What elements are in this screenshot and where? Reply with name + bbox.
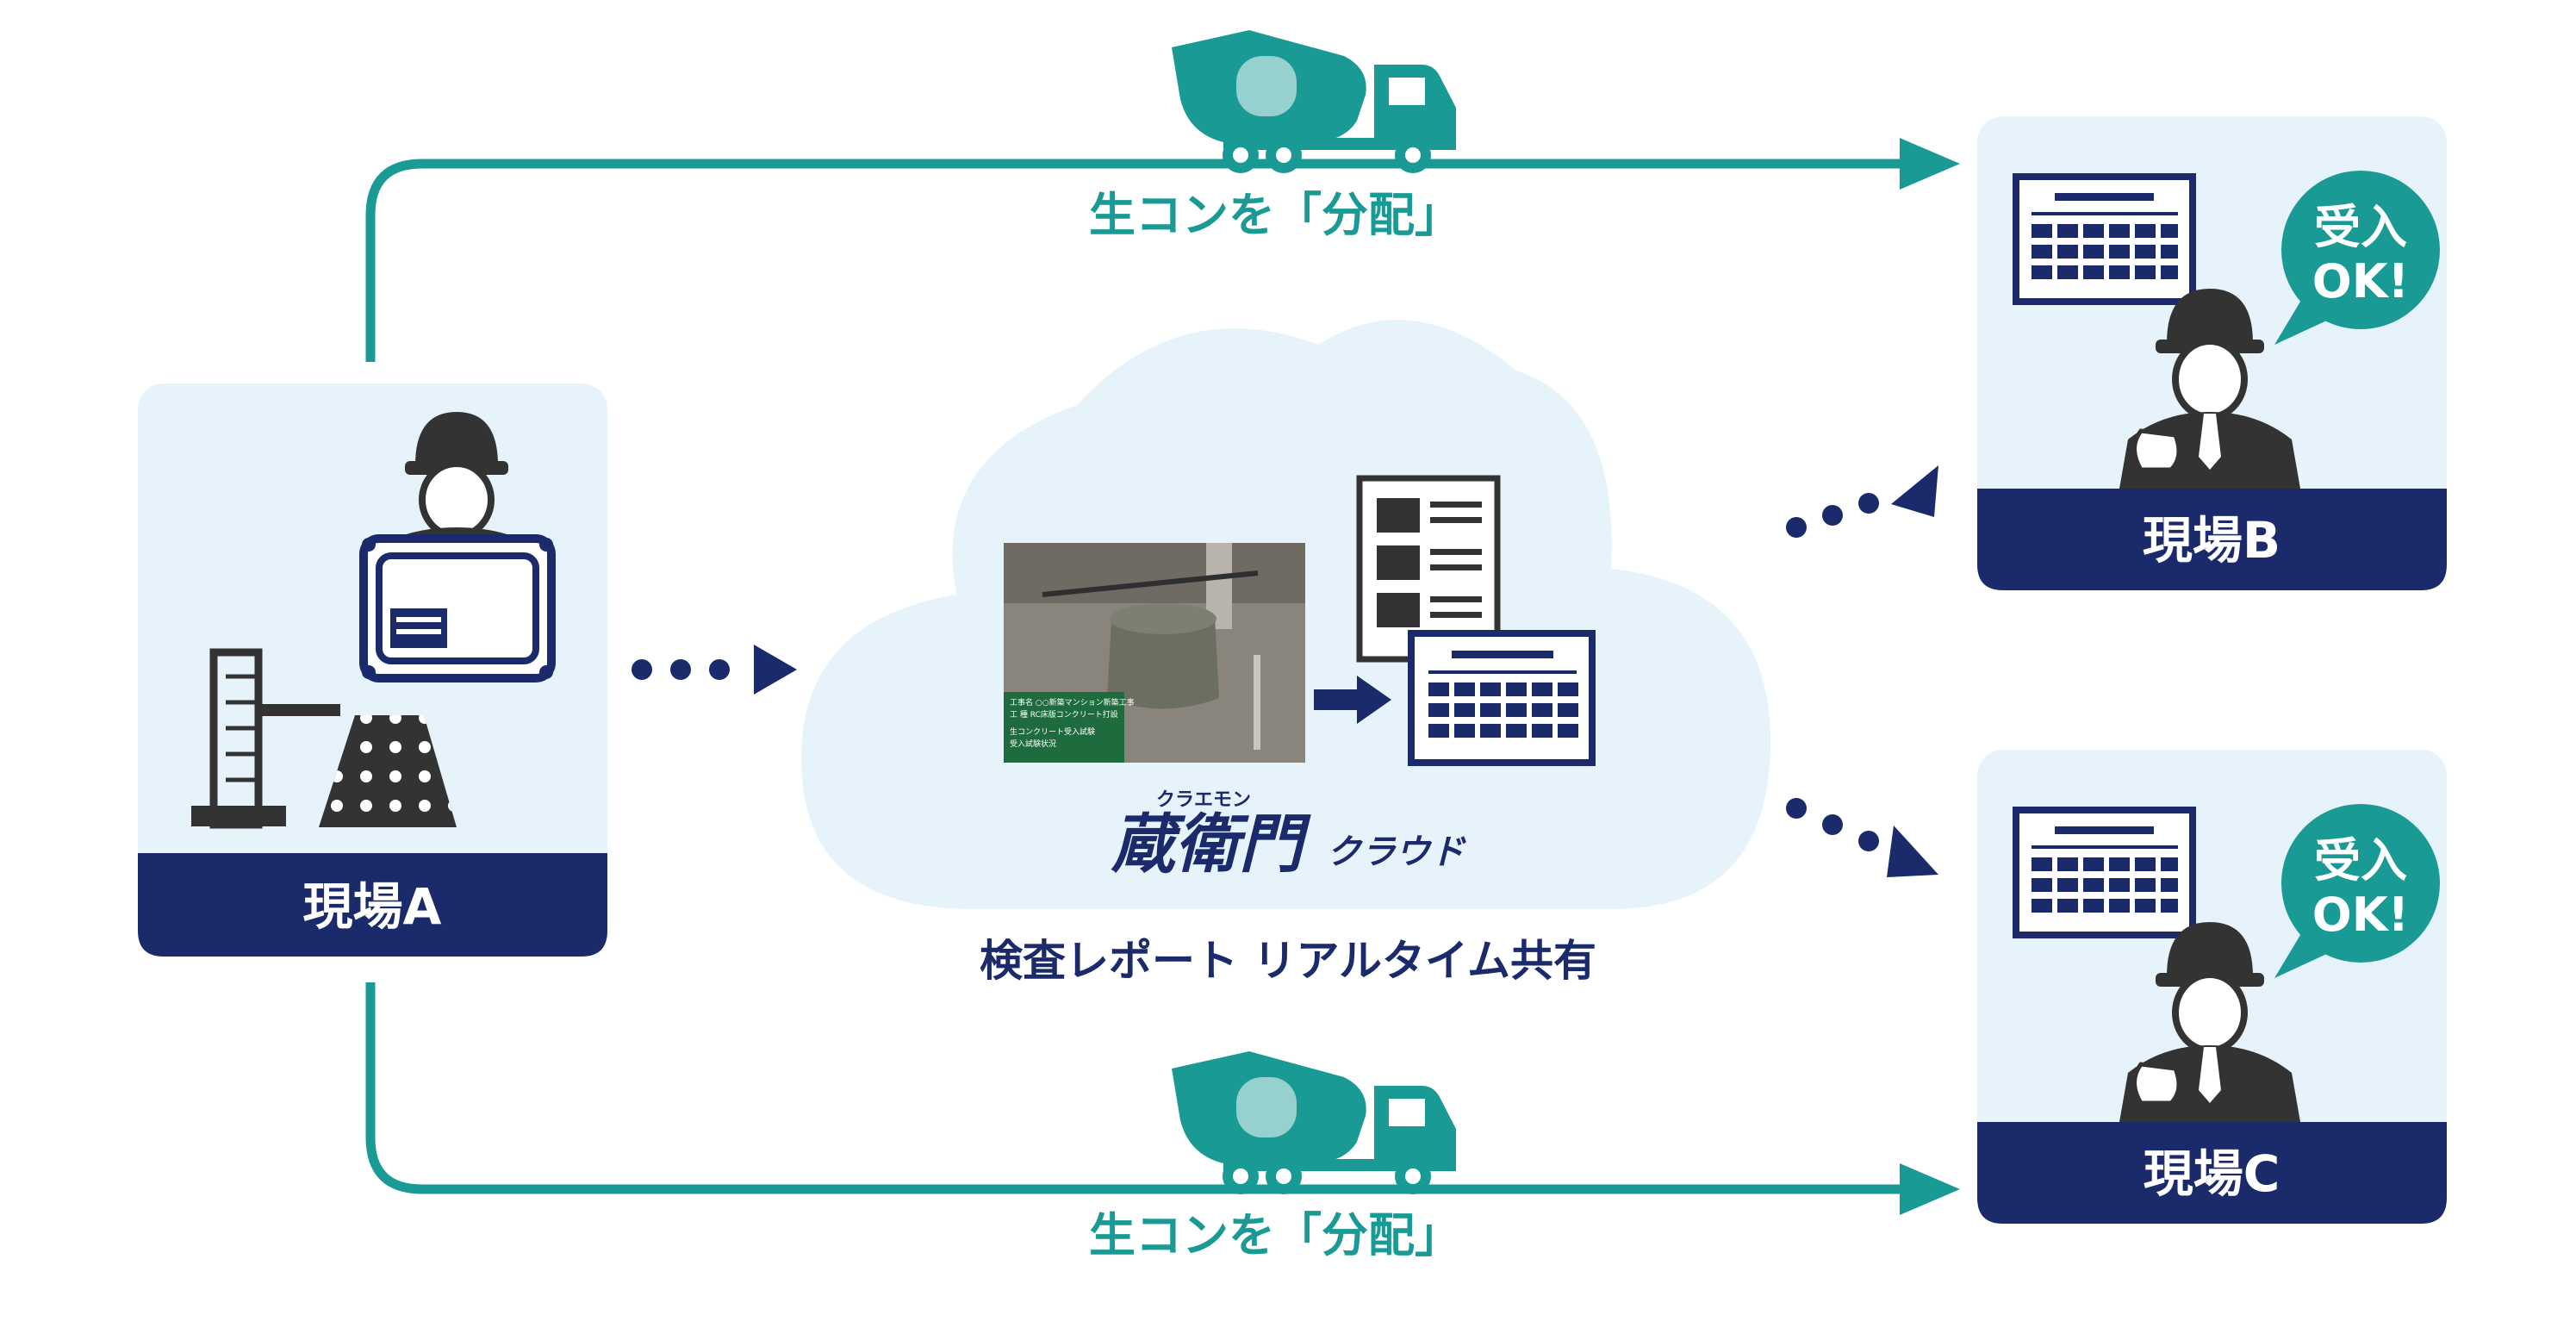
- report-table-icon: [2013, 807, 2196, 938]
- site-b-card: 現場B 受入 OK!: [1977, 116, 2447, 590]
- inspection-photo: 工事名 ○○新築マンション新築工事 工 種 RC床版コンクリート打設 生コンクリ…: [1004, 543, 1305, 763]
- site-c-bubble-line2: OK!: [2312, 888, 2409, 942]
- concrete-cone-icon: [319, 715, 457, 827]
- photo-board-line2: 工 種 RC床版コンクリート打設: [1010, 709, 1118, 720]
- site-b-label: 現場B: [2143, 511, 2280, 570]
- route-bottom: 生コンを「分配」: [365, 982, 1960, 1262]
- connector-cloud-to-b: [1786, 465, 1938, 538]
- slump-gauge-icon: [191, 648, 340, 829]
- site-b-label-band: [1977, 489, 2447, 590]
- site-b-bubble-line1: 受入: [2314, 200, 2407, 254]
- route-top-label: 生コンを「分配」: [1089, 188, 1461, 242]
- route-bottom-line: [365, 982, 1904, 1194]
- logo-ruby: クラエモン: [1156, 789, 1251, 811]
- photo-board-line4: 受入試験状況: [1010, 739, 1056, 749]
- tablet-icon: [359, 534, 556, 682]
- site-a-label: 現場A: [303, 877, 442, 936]
- document-icon: [1356, 475, 1501, 663]
- connector-cloud-to-c: [1786, 798, 1938, 877]
- logo-suffix: クラウド: [1327, 832, 1466, 872]
- mixer-truck-icon: [1172, 1051, 1456, 1194]
- site-c-label: 現場C: [2144, 1144, 2280, 1203]
- site-c-bubble-line1: 受入: [2314, 833, 2407, 888]
- site-b-bubble-line2: OK!: [2312, 254, 2409, 309]
- report-table-icon: [2013, 173, 2196, 305]
- mixer-truck-icon: [1172, 30, 1456, 173]
- site-c-label-band: [1977, 1122, 2447, 1224]
- arrow-right-icon: [1314, 676, 1391, 724]
- route-top-line: [365, 159, 1904, 362]
- photo-board-line1: 工事名 ○○新築マンション新築工事: [1010, 697, 1135, 707]
- site-a-label-band: [138, 853, 607, 957]
- kuraemon-cloud-logo: クラエモン 蔵衛門 クラウド: [1111, 789, 1466, 882]
- photo-board-line3: 生コンクリート受入試験: [1010, 726, 1095, 737]
- route-bottom-label: 生コンを「分配」: [1089, 1208, 1461, 1262]
- speech-bubble: 受入 OK!: [2274, 171, 2440, 345]
- route-top: 生コンを「分配」: [365, 30, 1960, 362]
- site-a-card: 現場A: [138, 383, 607, 957]
- route-bottom-arrowhead: [1900, 1163, 1960, 1215]
- worker-thumbs-up-icon: [2119, 922, 2300, 1122]
- connector-a-to-cloud: [632, 645, 797, 695]
- cloud-platform: 工事名 ○○新築マンション新築工事 工 種 RC床版コンクリート打設 生コンクリ…: [801, 320, 1770, 986]
- speech-bubble: 受入 OK!: [2274, 804, 2440, 978]
- report-table-icon: [1408, 630, 1596, 766]
- logo-main: 蔵衛門: [1111, 807, 1311, 882]
- site-c-card: 現場C 受入 OK!: [1977, 750, 2447, 1224]
- cloud-caption: 検査レポート リアルタイム共有: [980, 936, 1596, 986]
- worker-thumbs-up-icon: [2119, 289, 2300, 489]
- route-top-arrowhead: [1900, 138, 1960, 190]
- photo-board: [1004, 692, 1124, 763]
